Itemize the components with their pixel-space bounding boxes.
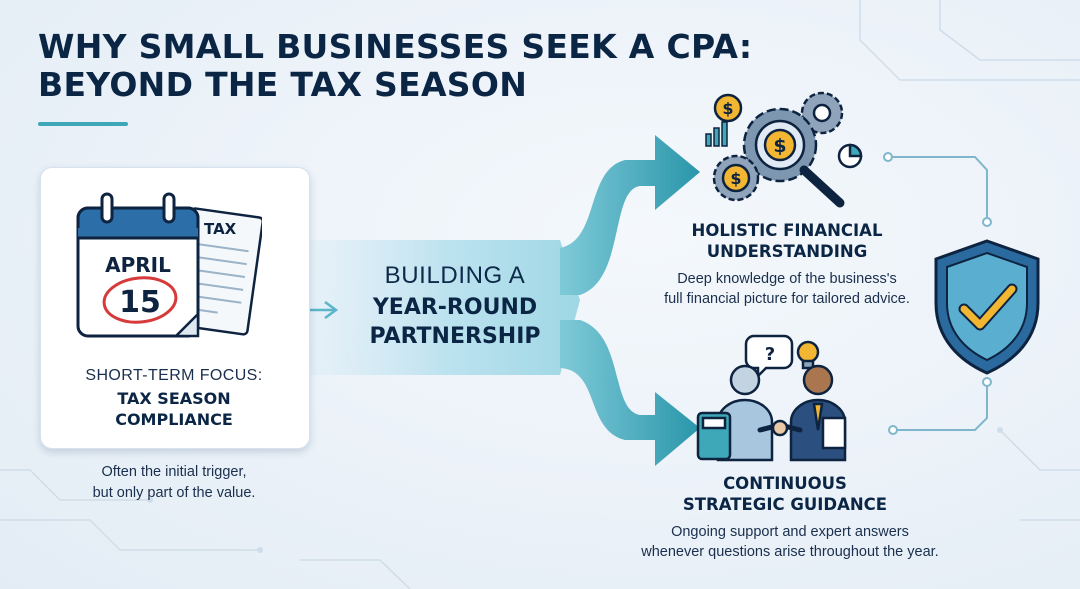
title-underline (38, 122, 128, 126)
svg-text:$: $ (773, 135, 786, 157)
caption-line-1: Often the initial trigger, (101, 464, 247, 480)
holistic-desc-line-1: Deep knowledge of the business's (677, 271, 897, 287)
continuous-desc-line-2: whenever questions arise throughout the … (641, 544, 939, 560)
partnership-pre: BUILDING A (384, 262, 526, 289)
svg-text:$: $ (730, 169, 741, 188)
holistic-description: Deep knowledge of the business's full fi… (612, 269, 962, 309)
calendar-tax-documents-icon: TAX APRIL 15 (76, 192, 262, 338)
partnership-strong: YEAR-ROUND PARTNERSHIP (330, 293, 580, 351)
compliance-line-2: COMPLIANCE (115, 410, 233, 429)
calendar-month: APRIL (105, 253, 171, 277)
continuous-title-line-1: CONTINUOUS (723, 474, 847, 493)
title-line-2: BEYOND THE TAX SEASON (38, 65, 528, 104)
tax-season-compliance: TAX SEASON COMPLIANCE (40, 388, 308, 430)
shield-connectors (888, 156, 988, 431)
calendar-day: 15 (119, 285, 161, 320)
holistic-title: HOLISTIC FINANCIAL UNDERSTANDING (632, 220, 942, 262)
holistic-title-line-1: HOLISTIC FINANCIAL (691, 221, 883, 240)
continuous-title: CONTINUOUS STRATEGIC GUIDANCE (620, 473, 950, 515)
upper-arrow (560, 135, 700, 295)
svg-text:?: ? (765, 344, 775, 365)
svg-text:$: $ (722, 99, 733, 118)
continuous-title-line-2: STRATEGIC GUIDANCE (682, 495, 888, 514)
partnership-line-2: PARTNERSHIP (369, 324, 541, 349)
tax-document-label: TAX (204, 220, 237, 238)
partnership-band (310, 240, 580, 375)
continuous-desc-line-1: Ongoing support and expert answers (671, 524, 909, 540)
title-line-1: WHY SMALL BUSINESSES SEEK A CPA: (38, 27, 753, 66)
shield-check-icon (934, 239, 1040, 375)
caption-line-2: but only part of the value. (92, 485, 256, 501)
partnership-line-1: YEAR-ROUND (372, 295, 538, 320)
gears-magnifier-dollar-icon: $ $ $ (705, 91, 863, 208)
compliance-line-1: TAX SEASON (117, 389, 231, 408)
handshake-advisor-icon: ? (696, 334, 847, 462)
holistic-desc-line-2: full financial picture for tailored advi… (664, 291, 910, 307)
holistic-title-line-2: UNDERSTANDING (706, 242, 868, 261)
card-caption: Often the initial trigger, but only part… (40, 462, 308, 504)
short-term-focus-label: SHORT-TERM FOCUS: (85, 367, 263, 384)
continuous-description: Ongoing support and expert answers whene… (590, 522, 990, 562)
page-title: WHY SMALL BUSINESSES SEEK A CPA: BEYOND … (38, 28, 752, 104)
lower-arrow (560, 320, 700, 466)
